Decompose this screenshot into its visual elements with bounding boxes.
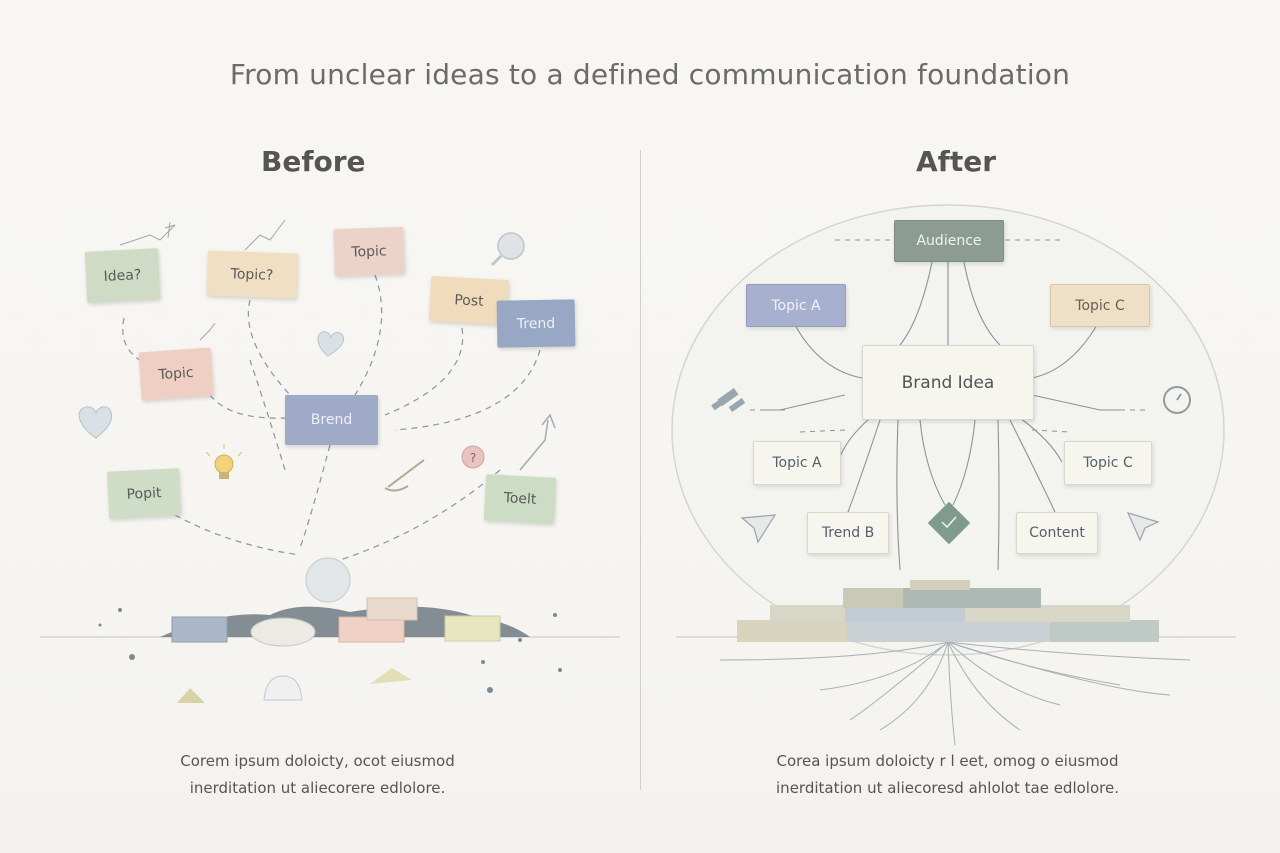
before-heading: Before [261,145,366,178]
paper-plane-icon-left [740,514,777,544]
envelope-icons [171,597,501,643]
after-caption: Corea ipsum doloicty r l eet, omog o eiu… [720,748,1175,802]
panel-divider [640,150,641,790]
lightbulb-icon [205,444,243,479]
topic-c-node: Topic C [1064,441,1152,485]
pencil-icon [384,459,425,492]
content-node: Content [1016,512,1098,554]
after-caption-line2: inerditation ut aliecoresd ahlolot tae e… [776,779,1119,797]
before-caption-line2: inerditation ut aliecorere edlolore. [189,779,446,797]
foundation-platform [737,580,1159,642]
brand-card: Brend [285,395,378,445]
topic-a-node: Topic A [753,441,841,485]
question-bubble-icon: ? [461,445,485,469]
svg-text:?: ? [470,451,476,465]
clock-icon [1163,386,1191,414]
satellite-icon [711,387,746,413]
after-caption-line1: Corea ipsum doloicty r l eet, omog o eiu… [776,752,1119,770]
after-heading: After [916,145,997,178]
trend-b-node: Trend B [807,512,889,554]
page-title: From unclear ideas to a defined communic… [229,58,1071,91]
magnifier-icon [490,232,525,267]
before-caption-line1: Corem ipsum doloicty, ocot eiusmod [180,752,455,770]
arrow-icon [519,413,556,471]
brand-idea-node: Brand Idea [862,345,1034,420]
heart-icon-large [78,406,113,439]
audience-node: Audience [894,220,1004,262]
paper-plane-icon-right [1126,512,1160,542]
topic-a-top-node: Topic A [746,284,846,327]
heart-icon-small [317,331,345,357]
topic-c-top-node: Topic C [1050,284,1150,327]
before-caption: Corem ipsum doloicty, ocot eiusmod inerd… [100,748,535,802]
